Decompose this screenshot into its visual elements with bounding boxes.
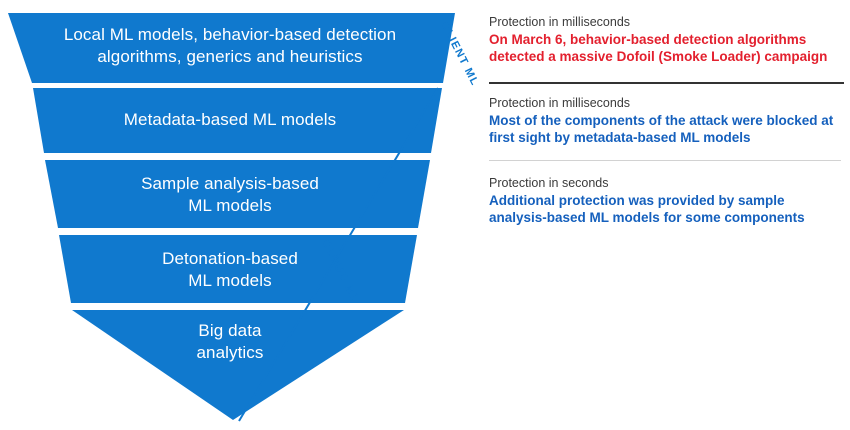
- note-body: On March 6, behavior-based detection alg…: [489, 32, 828, 64]
- note-body: Most of the components of the attack wer…: [489, 113, 834, 145]
- note-item: Protection in milliseconds Most of the c…: [489, 95, 841, 146]
- note-divider-light: [489, 160, 841, 161]
- tier-split-line: [238, 87, 439, 422]
- note-kicker: Protection in milliseconds: [489, 96, 631, 110]
- funnel-band-3: [45, 160, 430, 228]
- note-kicker: Protection in seconds: [489, 176, 609, 190]
- note-item: Protection in milliseconds On March 6, b…: [489, 14, 841, 65]
- note-item: Protection in seconds Additional protect…: [489, 175, 841, 226]
- funnel-band-5: [72, 310, 404, 420]
- note-body: Additional protection was provided by sa…: [489, 193, 805, 225]
- funnel-band-1: [8, 13, 455, 83]
- note-kicker: Protection in milliseconds: [489, 15, 631, 29]
- note-divider-strong: [489, 82, 844, 84]
- timeline-notes-panel: Protection in milliseconds On March 6, b…: [489, 0, 850, 430]
- funnel-band-4: [59, 235, 417, 303]
- funnel-band-2: [33, 88, 442, 153]
- ml-protection-funnel: [8, 13, 455, 422]
